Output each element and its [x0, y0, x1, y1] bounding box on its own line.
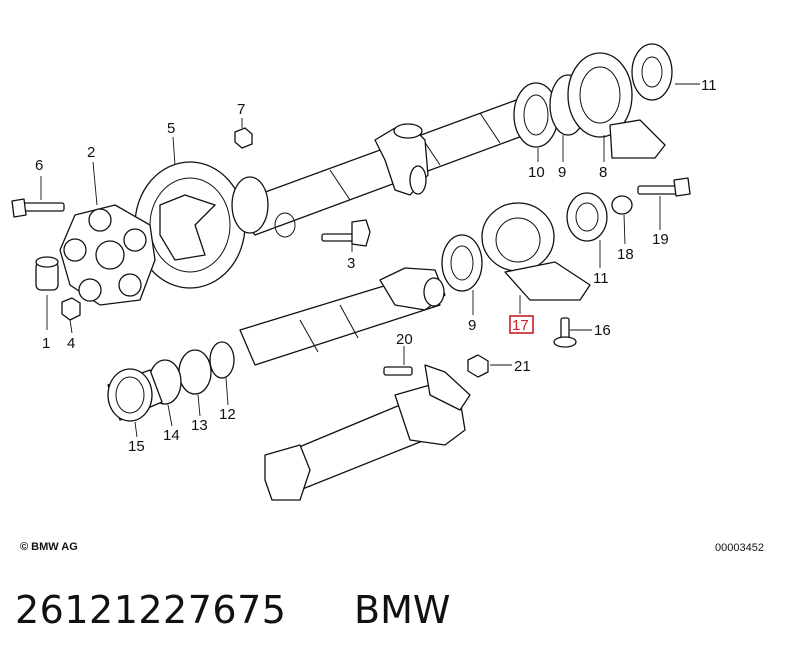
callout-5[interactable]: 5 — [167, 120, 175, 137]
driveshaft-exploded-diagram: 1 2 3 4 5 6 7 8 9 9 10 11 11 12 13 14 15… — [11, 43, 717, 501]
callout-1[interactable]: 1 — [42, 335, 50, 352]
brand-caption: BMW — [354, 588, 451, 632]
flex-disc — [59, 204, 156, 306]
drawing-id: 00003452 — [715, 542, 764, 554]
callout-18[interactable]: 18 — [617, 246, 634, 263]
callout-10[interactable]: 10 — [528, 164, 545, 181]
highlight-box-17 — [509, 315, 534, 334]
callout-8[interactable]: 8 — [599, 164, 607, 181]
rear-shaft — [264, 354, 489, 501]
copyright-notice: © BMW AG — [20, 541, 78, 553]
sleeve-set — [107, 341, 235, 422]
small-hardware — [11, 127, 371, 321]
lower-center-bearing — [441, 177, 691, 348]
callout-9-lower[interactable]: 9 — [468, 317, 476, 334]
lower-driveshaft — [239, 267, 446, 366]
callout-7[interactable]: 7 — [237, 101, 245, 118]
callouts: 1 2 3 4 5 6 7 8 9 9 10 11 11 12 13 14 15… — [35, 77, 717, 455]
callout-11-lower[interactable]: 11 — [593, 270, 609, 287]
callout-14[interactable]: 14 — [163, 427, 180, 444]
callout-11-upper[interactable]: 11 — [701, 77, 717, 94]
callout-13[interactable]: 13 — [191, 417, 208, 434]
callout-12[interactable]: 12 — [219, 406, 236, 423]
callout-16[interactable]: 16 — [594, 322, 611, 339]
leader-lines — [40, 83, 700, 438]
callout-2[interactable]: 2 — [87, 144, 95, 161]
flex-disc-housing — [134, 161, 296, 289]
callout-19[interactable]: 19 — [652, 231, 669, 248]
callout-3[interactable]: 3 — [347, 255, 355, 272]
callout-15[interactable]: 15 — [128, 438, 145, 455]
callout-6[interactable]: 6 — [35, 157, 43, 174]
callout-17-highlighted[interactable]: 17 — [512, 317, 529, 334]
callout-20[interactable]: 20 — [396, 331, 413, 348]
callout-9-upper[interactable]: 9 — [558, 164, 566, 181]
upper-center-bearing — [513, 43, 673, 159]
callout-21[interactable]: 21 — [514, 358, 531, 375]
part-number-caption: 26121227675 — [15, 588, 287, 632]
callout-4[interactable]: 4 — [67, 335, 75, 352]
